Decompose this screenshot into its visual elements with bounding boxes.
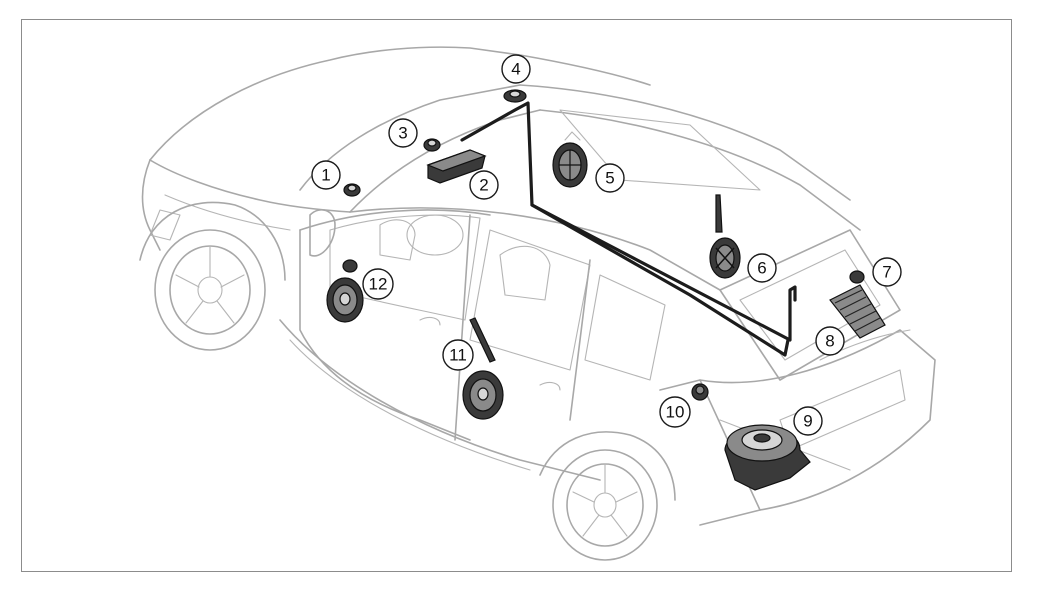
component-3-center-speaker [423, 138, 441, 152]
callout-2-label: 2 [479, 176, 488, 195]
callout-4: 4 [501, 54, 531, 84]
rear-wheel [539, 431, 676, 561]
callout-3-label: 3 [398, 124, 407, 143]
callout-7: 7 [872, 257, 902, 287]
callout-5: 5 [595, 163, 625, 193]
component-5-door-speaker [552, 131, 588, 188]
callout-12-label: 12 [369, 275, 388, 294]
callout-6: 6 [747, 253, 777, 283]
callout-10-label: 10 [666, 403, 685, 422]
callout-7-label: 7 [882, 263, 891, 282]
component-8-rear-module [829, 284, 886, 339]
component-1-tweeter [343, 183, 361, 197]
callout-1-label: 1 [321, 166, 330, 185]
callout-1: 1 [311, 160, 341, 190]
component-9-subwoofer [724, 424, 811, 491]
callout-6-label: 6 [757, 259, 766, 278]
component-10-side-speaker [691, 383, 709, 401]
callout-10: 10 [659, 396, 691, 428]
component-12-door-speaker [326, 259, 364, 323]
component-6-door-speaker [709, 194, 741, 279]
callout-11-label: 11 [449, 346, 467, 365]
front-wheel [139, 201, 286, 351]
callout-9: 9 [793, 406, 823, 436]
callout-8-label: 8 [825, 332, 834, 351]
callout-4-label: 4 [511, 60, 520, 79]
component-2-control-unit [426, 149, 487, 184]
component-7-rear-speaker [849, 270, 865, 284]
callout-8: 8 [815, 326, 845, 356]
callout-12: 12 [362, 268, 394, 300]
callout-9-label: 9 [803, 412, 812, 431]
component-11-door-speaker [462, 317, 504, 420]
callout-11: 11 [442, 339, 474, 371]
callout-5-label: 5 [605, 169, 614, 188]
callout-2: 2 [469, 170, 499, 200]
component-4-tweeter [503, 89, 527, 103]
wiring-harness [460, 101, 797, 357]
callout-3: 3 [388, 118, 418, 148]
car-body-outline [141, 46, 936, 526]
